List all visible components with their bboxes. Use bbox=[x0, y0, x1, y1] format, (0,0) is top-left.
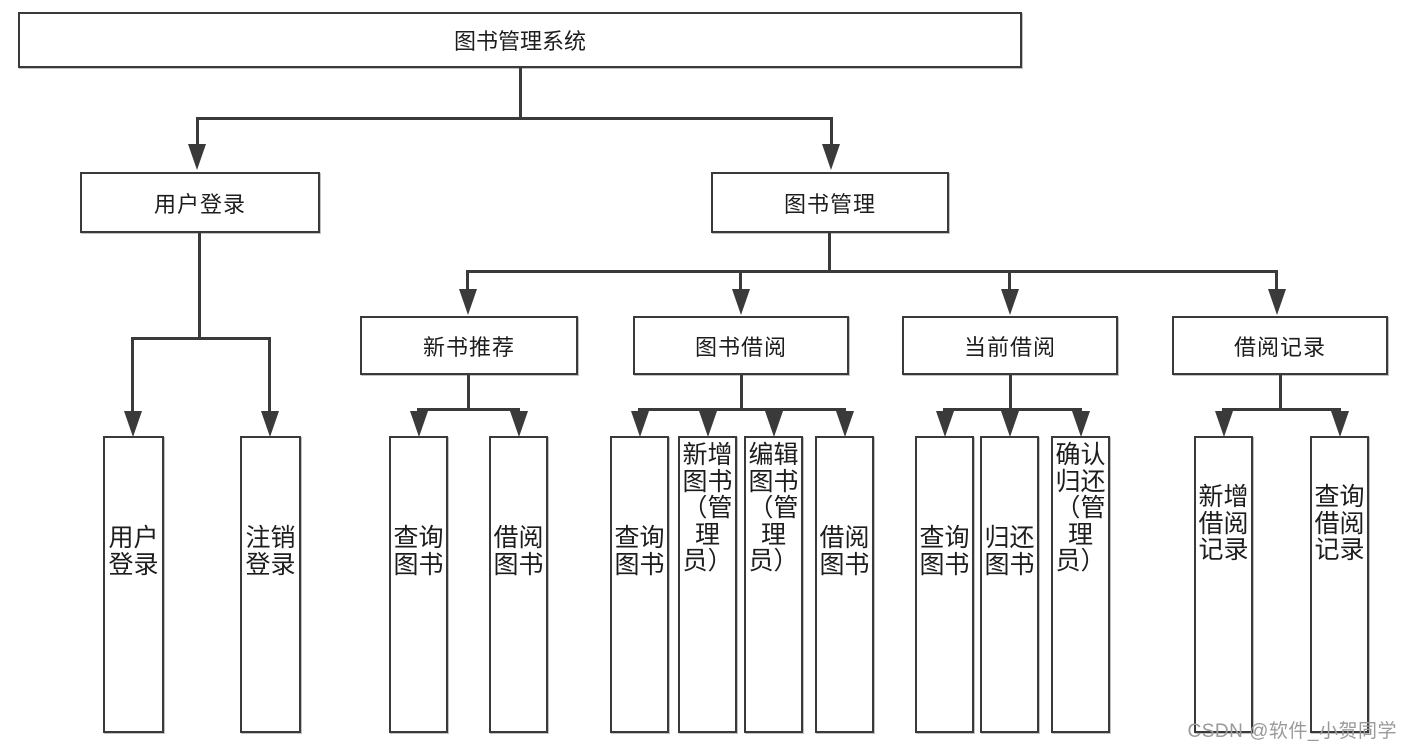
connector-user-login-right bbox=[268, 337, 271, 412]
node-user-login[interactable]: 用户登录 bbox=[80, 172, 320, 233]
node-label: 用户登录 bbox=[153, 191, 246, 217]
arrow-to-leaf-return-book bbox=[1001, 411, 1019, 437]
node-leaf-user-login[interactable]: 用户登录 bbox=[103, 436, 164, 733]
arrow-to-new-book-recommend bbox=[459, 289, 477, 315]
arrow-to-leaf-query-borrow-record bbox=[1331, 411, 1349, 437]
node-label: 注销登录 bbox=[245, 524, 296, 579]
connector-bm-to-borrow-record bbox=[1275, 270, 1278, 290]
connector-book-management-bus bbox=[466, 270, 1278, 273]
arrow-to-leaf-borrow-book-2 bbox=[836, 411, 854, 437]
node-label: 查询图书 bbox=[919, 524, 970, 579]
connector-root-bus bbox=[196, 117, 833, 120]
connector-root-stem bbox=[519, 68, 522, 118]
node-label: 查询图书 bbox=[393, 524, 444, 579]
node-label: 借阅记录 bbox=[1233, 334, 1326, 360]
node-label: 新增图书（管理员） bbox=[682, 441, 733, 575]
arrow-to-leaf-query-book-3 bbox=[936, 411, 954, 437]
node-label: 确认归还（管理员） bbox=[1055, 441, 1106, 575]
connector-borrow-record-bus bbox=[1222, 408, 1341, 411]
node-label: 查询图书 bbox=[614, 524, 665, 579]
arrow-to-leaf-add-book-admin bbox=[699, 411, 717, 437]
node-root-system[interactable]: 图书管理系统 bbox=[18, 12, 1022, 68]
node-leaf-borrow-book-1[interactable]: 借阅图书 bbox=[489, 436, 548, 733]
node-borrow-record[interactable]: 借阅记录 bbox=[1172, 316, 1388, 375]
arrow-to-leaf-user-login bbox=[124, 411, 142, 437]
node-label: 新书推荐 bbox=[422, 334, 515, 360]
node-leaf-edit-book-admin[interactable]: 编辑图书（管理员） bbox=[744, 436, 803, 733]
connector-root-to-user-login bbox=[196, 117, 199, 145]
arrow-to-user-login bbox=[188, 144, 206, 170]
node-leaf-query-book-1[interactable]: 查询图书 bbox=[389, 436, 448, 733]
arrow-to-leaf-query-book-1 bbox=[410, 411, 428, 437]
node-leaf-logout-login[interactable]: 注销登录 bbox=[240, 436, 301, 733]
node-leaf-return-book[interactable]: 归还图书 bbox=[980, 436, 1039, 733]
node-label: 用户登录 bbox=[108, 524, 159, 579]
node-label: 借阅图书 bbox=[819, 524, 870, 579]
node-current-borrow[interactable]: 当前借阅 bbox=[902, 316, 1118, 375]
arrow-to-borrow-record bbox=[1268, 289, 1286, 315]
connector-book-borrow-stem bbox=[740, 375, 743, 411]
node-book-borrow[interactable]: 图书借阅 bbox=[633, 316, 849, 375]
connector-bm-to-new-book bbox=[466, 270, 469, 290]
node-leaf-query-book-2[interactable]: 查询图书 bbox=[610, 436, 669, 733]
connector-current-borrow-bus bbox=[943, 408, 1082, 411]
node-leaf-borrow-book-2[interactable]: 借阅图书 bbox=[815, 436, 874, 733]
node-label: 归还图书 bbox=[984, 524, 1035, 579]
connector-book-borrow-bus bbox=[638, 408, 846, 411]
arrow-to-leaf-confirm-return-admin bbox=[1072, 411, 1090, 437]
node-leaf-add-book-admin[interactable]: 新增图书（管理员） bbox=[678, 436, 737, 733]
connector-user-login-stem bbox=[198, 233, 201, 339]
connector-root-to-book-management bbox=[830, 117, 833, 145]
connector-new-book-bus bbox=[417, 408, 520, 411]
arrow-to-leaf-edit-book-admin bbox=[765, 411, 783, 437]
arrow-to-book-borrow bbox=[732, 289, 750, 315]
arrow-to-current-borrow bbox=[1001, 289, 1019, 315]
node-label: 新增借阅记录 bbox=[1198, 483, 1249, 564]
connector-user-login-left bbox=[131, 337, 134, 412]
connector-current-borrow-stem bbox=[1009, 375, 1012, 411]
node-leaf-query-book-3[interactable]: 查询图书 bbox=[915, 436, 974, 733]
arrow-to-leaf-logout-login bbox=[261, 411, 279, 437]
connector-new-book-stem bbox=[467, 375, 470, 411]
node-label: 编辑图书（管理员） bbox=[748, 441, 799, 575]
node-new-book-recommend[interactable]: 新书推荐 bbox=[360, 316, 578, 375]
node-label: 图书管理 bbox=[783, 191, 876, 217]
arrow-to-leaf-query-book-2 bbox=[631, 411, 649, 437]
node-leaf-add-borrow-record[interactable]: 新增借阅记录 bbox=[1194, 436, 1253, 733]
node-label: 借阅图书 bbox=[493, 524, 544, 579]
connector-borrow-record-stem bbox=[1279, 375, 1282, 411]
connector-bm-to-book-borrow bbox=[739, 270, 742, 290]
node-leaf-query-borrow-record[interactable]: 查询借阅记录 bbox=[1310, 436, 1369, 733]
connector-user-login-bus bbox=[131, 337, 270, 340]
node-label: 当前借阅 bbox=[963, 334, 1056, 360]
node-leaf-confirm-return-admin[interactable]: 确认归还（管理员） bbox=[1051, 436, 1110, 733]
node-label: 图书管理系统 bbox=[453, 29, 586, 54]
arrow-to-book-management bbox=[822, 144, 840, 170]
arrow-to-leaf-borrow-book-1 bbox=[510, 411, 528, 437]
node-book-management[interactable]: 图书管理 bbox=[711, 172, 949, 233]
connector-bm-to-current-borrow bbox=[1008, 270, 1011, 290]
connector-book-management-stem bbox=[828, 233, 831, 272]
node-label: 查询借阅记录 bbox=[1314, 483, 1365, 564]
node-label: 图书借阅 bbox=[694, 334, 787, 360]
arrow-to-leaf-add-borrow-record bbox=[1215, 411, 1233, 437]
